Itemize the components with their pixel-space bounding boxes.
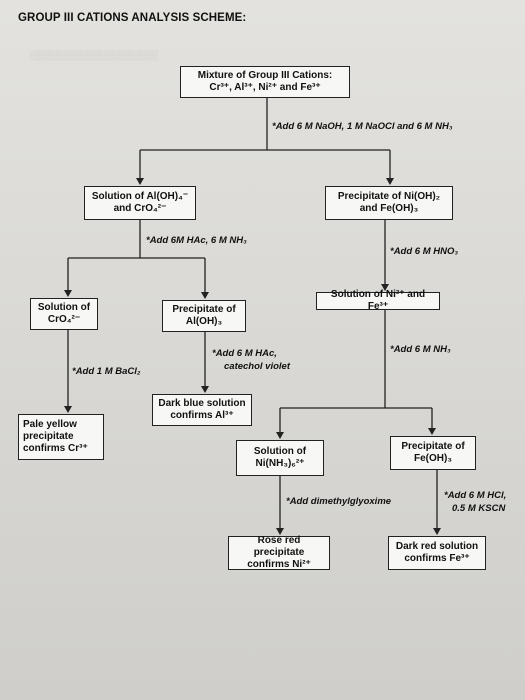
node-dark-red-solution: Dark red solution confirms Fe³⁺ [388,536,486,570]
arrowhead [136,178,144,185]
reagent-label: *Add 6 M HNO₃ [390,246,459,257]
node-text: Dark blue solution [158,398,246,409]
node-text: and Fe(OH)₃ [359,203,419,214]
node-text: Ni(NH₃)₆²⁺ [255,458,305,469]
reagent-label: *Add 6 M NaOH, 1 M NaOCl and 6 M NH₃ [272,121,453,132]
node-text: Al(OH)₃ [185,316,223,327]
reagent-label: *Add 1 M BaCl₂ [72,366,141,377]
node-rose-red-precipitate: Rose red precipitate confirms Ni²⁺ [228,535,330,570]
reagent-label: *Add 6 M HCl, [444,490,507,501]
arrowhead [64,406,72,413]
reagent-label: catechol violet [224,361,290,372]
node-precipitate-fe: Precipitate of Fe(OH)₃ [390,436,476,470]
node-dark-blue-solution: Dark blue solution confirms Al³⁺ [152,394,252,426]
node-solution-al-cro4: Solution of Al(OH)₄⁻ and CrO₄²⁻ [84,186,196,220]
node-text: Precipitate of [401,441,465,452]
arrowhead [428,428,436,435]
node-text: Precipitate of [172,304,236,315]
reagent-label: *Add 6M HAc, 6 M NH₃ [146,235,247,246]
arrowhead [201,292,209,299]
node-text: confirms Ni²⁺ [247,559,311,570]
node-text: confirms Al³⁺ [170,410,234,421]
node-text: Cr³⁺, Al³⁺, Ni²⁺ and Fe³⁺ [209,82,321,93]
node-text: Solution of Al(OH)₄⁻ [91,191,189,202]
arrowhead [386,178,394,185]
node-solution-ni-nh3: Solution of Ni(NH₃)₆²⁺ [236,440,324,476]
node-text: Precipitate of Ni(OH)₂ [337,191,441,202]
reagent-label: *Add 6 M HAc, [212,348,277,359]
node-text: and CrO₄²⁻ [113,203,167,214]
node-pale-yellow-precipitate: Pale yellow precipitate confirms Cr³⁺ [18,414,104,460]
node-text: Rose red precipitate [253,535,305,558]
node-text: Dark red solution [395,541,479,552]
node-precipitate-al: Precipitate of Al(OH)₃ [162,300,246,332]
arrowhead [433,528,441,535]
node-text: Solution of Ni²⁺ and Fe³⁺ [330,289,426,312]
node-text: confirms Fe³⁺ [404,553,470,564]
background-texture: ░░░░░░░░░░░░░░░░░░░░ [30,50,158,60]
node-text: Pale yellow [23,419,77,430]
node-text: Solution of [37,302,91,313]
node-text: precipitate [23,431,74,442]
node-text: Mixture of Group III Cations: [197,70,333,81]
node-precipitate-ni-fe: Precipitate of Ni(OH)₂ and Fe(OH)₃ [325,186,453,220]
node-text: Solution of [253,446,307,457]
reagent-label: *Add dimethylglyoxime [286,496,392,507]
arrowhead [201,386,209,393]
arrowhead [276,432,284,439]
arrowhead [64,290,72,297]
node-solution-ni-fe: Solution of Ni²⁺ and Fe³⁺ [316,289,440,312]
node-text: confirms Cr³⁺ [23,443,88,454]
reagent-label: *Add 6 M NH₃ [390,344,451,355]
node-solution-cro4: Solution of CrO₄²⁻ [30,298,98,330]
node-text: Fe(OH)₃ [414,453,452,464]
reagent-label: 0.5 M KSCN [452,503,506,514]
node-text: CrO₄²⁻ [47,314,81,325]
arrowhead [276,528,284,535]
page-title: GROUP III CATIONS ANALYSIS SCHEME: [18,12,247,24]
arrowhead [381,284,389,291]
node-mixture: Mixture of Group III Cations: Cr³⁺, Al³⁺… [180,66,350,98]
